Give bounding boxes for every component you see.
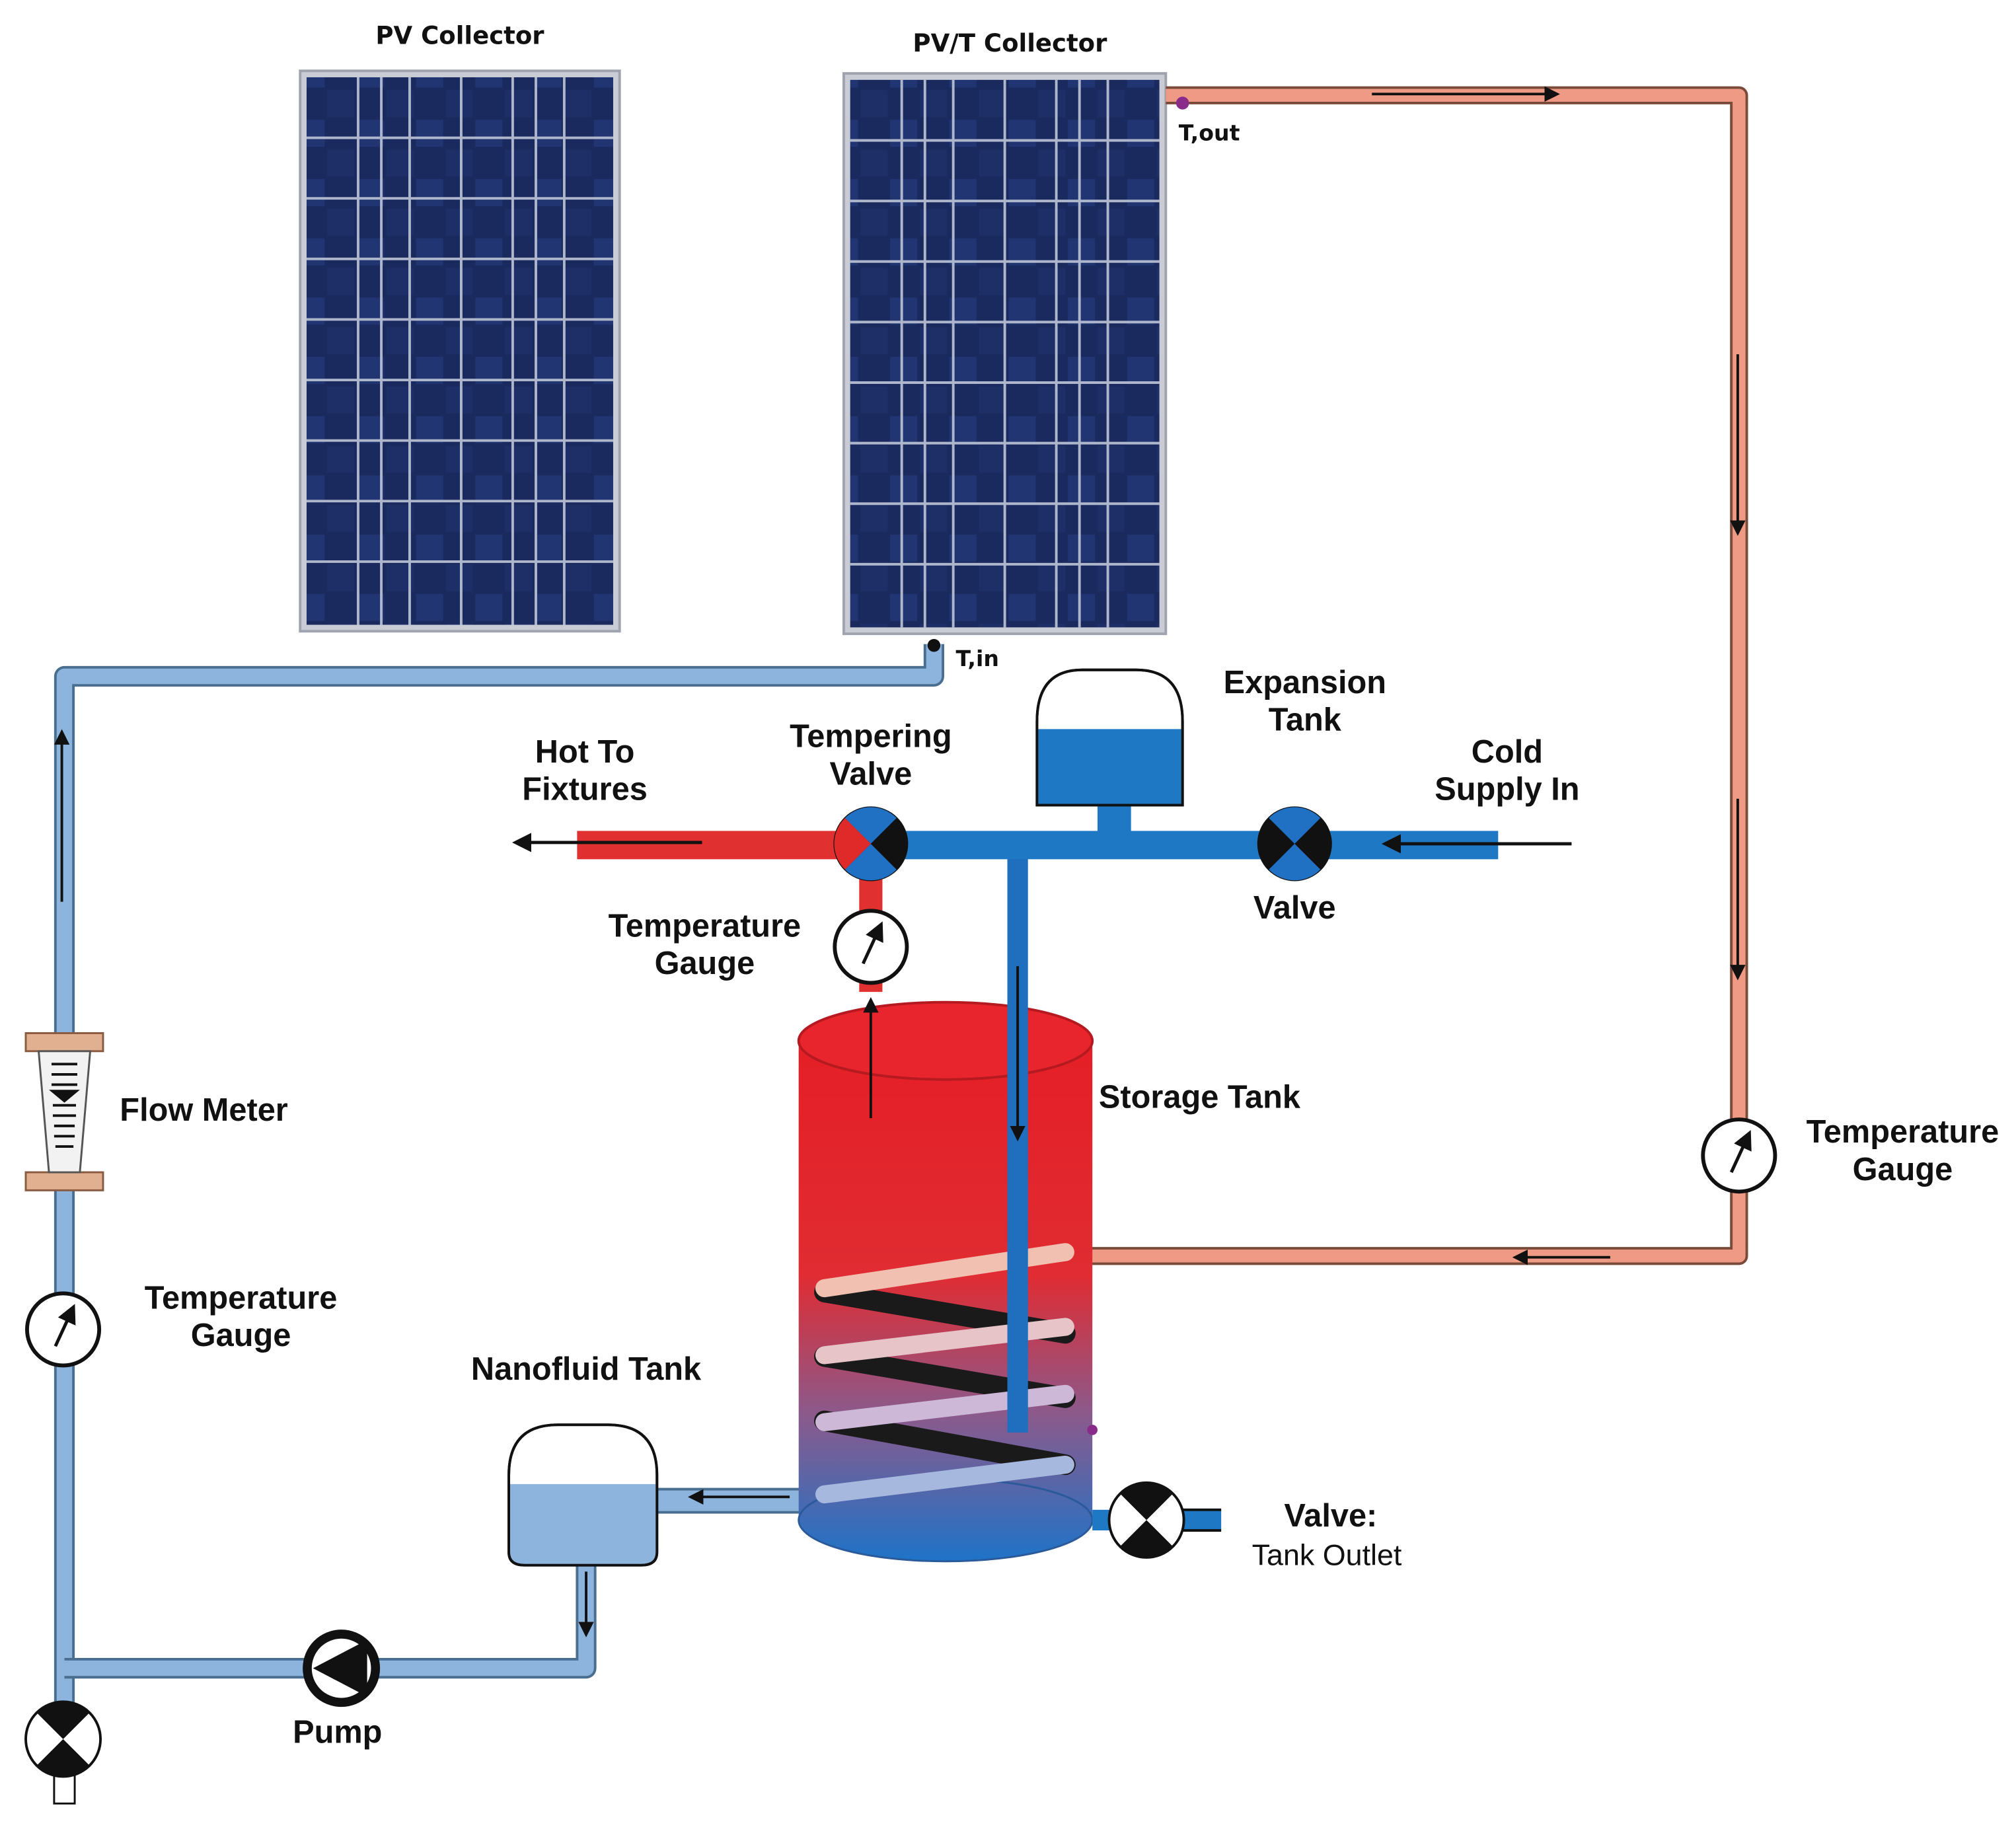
hot-to-fixtures-pipe [577,831,871,860]
tank-outlet-valve-label-line2: Tank Outlet [1252,1538,1402,1572]
heat-exchanger-coil [814,1243,1076,1504]
temperature-gauge-top-label-line2: Gauge [655,946,755,981]
temperature-gauge-top [833,909,909,985]
temperature-gauge-right [1701,1117,1777,1194]
nanofluid-tank [507,1423,659,1567]
expansion-tank-label-line1: Expansion [1224,665,1386,700]
drain-valve[interactable] [24,1700,102,1778]
supply-valve[interactable] [1257,806,1332,881]
temperature-gauge-left-label-line2: Gauge [191,1318,291,1353]
dip-tube [1007,837,1028,1433]
cold-supply-label-line2: Supply In [1435,772,1579,807]
pvt-collector-label: PV/T Collector [913,29,1107,57]
flow-meter-label: Flow Meter [120,1092,287,1128]
expansion-tank-label-line2: Tank [1269,702,1342,737]
expansion-tank [1035,668,1184,835]
flow-meter [24,1032,104,1191]
nanofluid-tank-label: Nanofluid Tank [471,1351,702,1387]
temperature-gauge-right-label-line1: Temperature [1807,1114,1999,1150]
supply-valve-label: Valve [1253,890,1336,926]
hot-to-fixtures-label-line1: Hot To [535,734,635,770]
cold-supply-label-line1: Cold [1472,734,1543,770]
temperature-gauge-right-label-line2: Gauge [1853,1152,1953,1187]
t-in-label: T,in [956,646,999,671]
pvt-collector [842,72,1168,636]
tank-outlet-valve[interactable] [1107,1481,1185,1559]
pv-collector [299,69,621,633]
t-in-sensor [927,638,941,652]
hot-to-fixtures-label-line2: Fixtures [522,772,648,807]
temperature-gauge-left-label-line1: Temperature [145,1281,338,1316]
tempering-valve-label-line1: Tempering [790,719,952,755]
pump[interactable] [303,1630,381,1707]
tank-sensor [1087,1425,1098,1435]
temperature-gauge-top-label-line1: Temperature [609,908,802,944]
tempering-valve[interactable] [833,806,909,881]
storage-tank-label: Storage Tank [1099,1080,1301,1115]
tempering-valve-label-line2: Valve [830,756,913,792]
pump-label: Pump [293,1715,382,1750]
temperature-gauge-left [25,1291,102,1368]
t-out-label: T,out [1179,120,1240,145]
pv-collector-label: PV Collector [375,21,544,50]
t-out-sensor [1176,96,1189,110]
tank-outlet-valve-label-line1: Valve: [1284,1498,1377,1534]
